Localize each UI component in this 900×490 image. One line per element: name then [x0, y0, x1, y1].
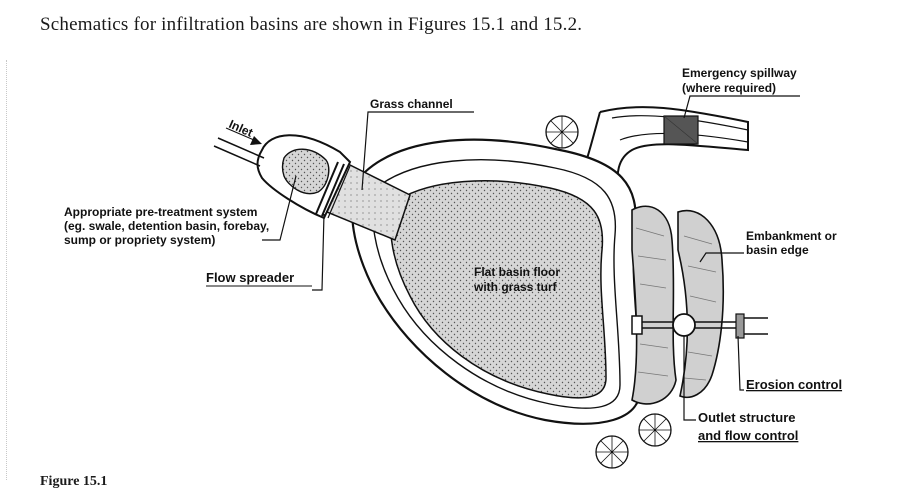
flow-spreader-label: Flow spreader: [206, 270, 294, 285]
inlet-label: Inlet: [227, 117, 255, 140]
pretreatment-label: Appropriate pre-treatment system: [64, 205, 257, 219]
basin-floor-label: Flat basin floor: [474, 265, 560, 279]
pretreatment-examples-1: (eg. swale, detention basin, forebay,: [64, 219, 269, 233]
flow-control-label: and flow control: [698, 428, 798, 443]
figure-caption: Figure 15.1: [40, 474, 108, 489]
outlet-structure: [631, 313, 768, 339]
pretreatment-examples-2: sump or propriety system): [64, 233, 215, 247]
shrub-icon: [545, 115, 672, 469]
emergency-spillway-label: Emergency spillway: [682, 66, 797, 80]
embankment-label-2: basin edge: [746, 243, 809, 257]
flat-basin-floor: [390, 180, 607, 399]
embankment-outer: [677, 209, 725, 399]
inlet-pipe: [213, 127, 265, 167]
intro-paragraph: Schematics for infiltration basins are s…: [40, 14, 583, 35]
grass-channel-label: Grass channel: [370, 97, 453, 111]
embankment-hatching: [635, 227, 717, 381]
erosion-control-label: Erosion control: [746, 377, 842, 392]
page-margin-rule: [6, 60, 7, 480]
outlet-structure-label: Outlet structure: [698, 410, 796, 425]
embankment-label: Embankment or: [746, 229, 837, 243]
basin-floor-label-2: with grass turf: [473, 280, 558, 294]
emergency-spillway-note: (where required): [682, 81, 776, 95]
leader-lines: [262, 95, 800, 421]
emergency-spillway: [584, 106, 749, 191]
